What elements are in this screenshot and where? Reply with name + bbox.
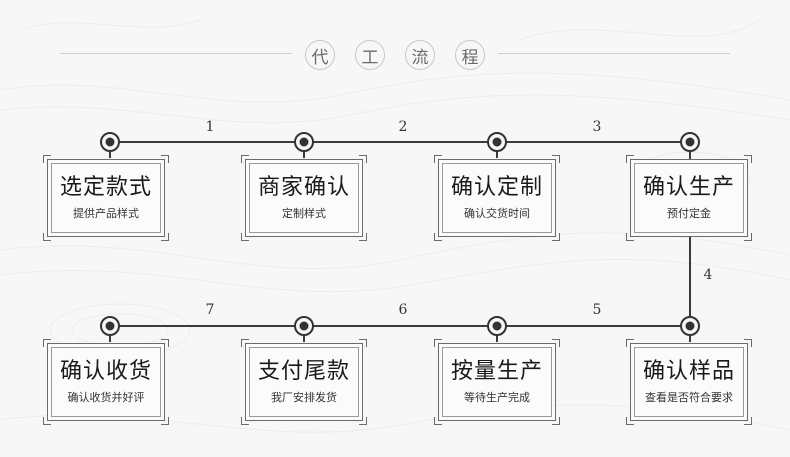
step-subtitle: 确认交货时间 <box>464 207 530 220</box>
step-box-pay-balance: 支付尾款 我厂安排发货 <box>241 339 367 425</box>
step-subtitle: 提供产品样式 <box>73 207 139 220</box>
node-dot-6 <box>487 316 507 336</box>
step-box-confirm-production: 确认生产 预付定金 <box>626 155 752 241</box>
title-char: 流 <box>405 40 435 70</box>
step-subtitle: 查看是否符合要求 <box>645 391 733 404</box>
connector-label-5: 5 <box>592 302 602 318</box>
step-box-confirm-receipt: 确认收货 确认收货并好评 <box>43 339 169 425</box>
node-dot-3 <box>487 132 507 152</box>
page-title: 代 工 流 程 <box>305 40 485 70</box>
node-dot-4 <box>680 132 700 152</box>
node-dot-2 <box>294 132 314 152</box>
title-divider-left <box>60 53 292 54</box>
connector-label-7: 7 <box>205 302 215 318</box>
step-title: 确认样品 <box>642 359 735 384</box>
step-title: 确认收货 <box>59 359 152 384</box>
node-dot-8 <box>100 316 120 336</box>
step-box-mass-production: 按量生产 等待生产完成 <box>434 339 560 425</box>
title-char: 工 <box>355 40 385 70</box>
step-title: 支付尾款 <box>257 359 350 384</box>
step-title: 选定款式 <box>59 175 152 200</box>
title-char: 程 <box>455 40 485 70</box>
step-box-merchant-confirm: 商家确认 定制样式 <box>241 155 367 241</box>
step-subtitle: 预付定金 <box>667 207 711 220</box>
step-subtitle: 定制样式 <box>282 207 326 220</box>
step-box-confirm-sample: 确认样品 查看是否符合要求 <box>626 339 752 425</box>
node-dot-1 <box>100 132 120 152</box>
step-subtitle: 确认收货并好评 <box>67 391 145 404</box>
step-box-confirm-custom: 确认定制 确认交货时间 <box>434 155 560 241</box>
step-subtitle: 我厂安排发货 <box>271 391 337 404</box>
connector-label-2: 2 <box>398 119 408 135</box>
title-char: 代 <box>305 40 335 70</box>
step-title: 确认定制 <box>450 175 543 200</box>
title-divider-right <box>498 53 730 54</box>
step-title: 商家确认 <box>257 175 350 200</box>
step-title: 按量生产 <box>450 359 543 384</box>
connector-label-3: 3 <box>592 119 602 135</box>
node-dot-5 <box>680 316 700 336</box>
step-subtitle: 等待生产完成 <box>464 391 530 404</box>
step-box-select-style: 选定款式 提供产品样式 <box>43 155 169 241</box>
connector-label-4: 4 <box>703 267 713 283</box>
step-title: 确认生产 <box>642 175 735 200</box>
node-dot-7 <box>294 316 314 336</box>
connector-label-1: 1 <box>205 119 215 135</box>
connector-label-6: 6 <box>398 302 408 318</box>
